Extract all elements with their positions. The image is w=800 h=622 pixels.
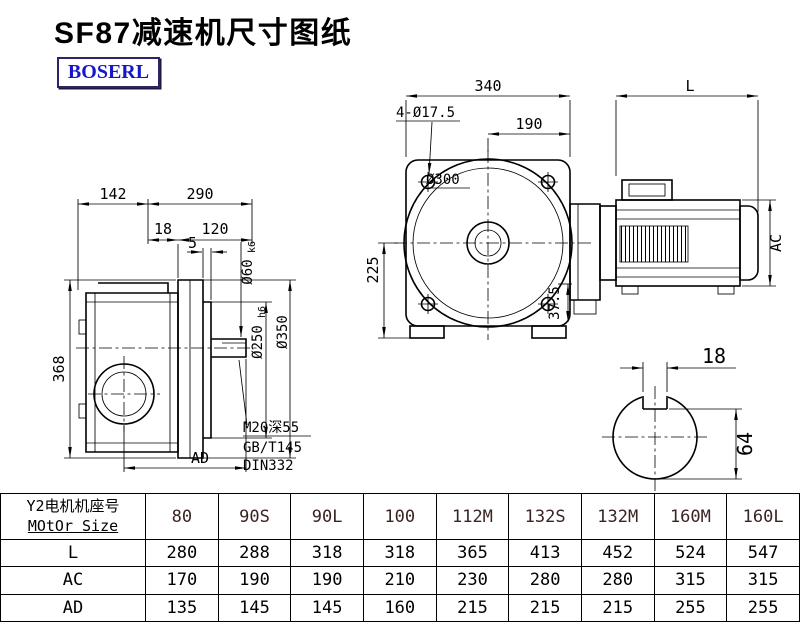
dia-flange-label: Ø350 <box>275 315 291 349</box>
size-col-header: 100 <box>362 493 437 540</box>
page-title: SF87减速机尺寸图纸 <box>54 17 353 50</box>
table-cell: 255 <box>653 593 728 622</box>
table-cell: 255 <box>726 593 800 622</box>
table-cell: 215 <box>508 593 582 622</box>
table-cell: 190 <box>290 566 364 595</box>
size-col-header: 132S <box>508 493 582 540</box>
dim-5-label: 5 <box>188 234 197 252</box>
size-col-header: 80 <box>145 493 219 540</box>
bolt-holes-label: 4-Ø17.5 <box>396 105 455 121</box>
table-cell: 280 <box>145 538 219 568</box>
boserl-logo: BOSERL <box>57 57 160 88</box>
technical-drawing: 142 290 18 120 5 368 AD Ø60 k6 Ø250 h6 <box>50 77 785 492</box>
table-cell: 318 <box>362 538 437 568</box>
table-cell: 215 <box>435 593 510 622</box>
table-cell: 315 <box>653 566 728 595</box>
dim-l-label: L <box>685 77 694 95</box>
din-standard-note: DIN332 <box>243 458 294 474</box>
table-cell: 280 <box>580 566 655 595</box>
dim-ad-label: AD <box>191 449 209 467</box>
table-cell: 315 <box>726 566 800 595</box>
front-view-drawing: 340 L 190 4-Ø17.5 Ø300 225 37.5 AC <box>364 77 785 340</box>
table-cell: 230 <box>435 566 510 595</box>
table-cell: 145 <box>217 593 292 622</box>
table-corner-header: Y2电机机座号 MOtOr Size <box>0 493 146 540</box>
table-row-AC: AC 170 190 190 210 230 280 280 315 315 <box>0 566 800 595</box>
table-cell: 288 <box>217 538 292 568</box>
motor-frame-header-en: MOtOr Size <box>27 516 119 535</box>
size-col-header: 90S <box>217 493 292 540</box>
dim-340-label: 340 <box>474 77 501 95</box>
size-col-header: 132M <box>580 493 655 540</box>
dim-ac-label: AC <box>767 234 785 252</box>
key-width-label: 18 <box>702 344 726 368</box>
table-cell: 547 <box>726 538 800 568</box>
key-depth-label: 64 <box>733 432 757 456</box>
dia-spigot-label: Ø250 <box>250 325 266 359</box>
table-cell: 280 <box>508 566 582 595</box>
tap-hole-note: M20深55 <box>243 420 299 436</box>
dim-18-label: 18 <box>154 220 172 238</box>
motor-size-table: Y2电机机座号 MOtOr Size 80 90S 90L 100 112M 1… <box>0 493 800 622</box>
table-cell: 210 <box>362 566 437 595</box>
dia-shaft-label: Ø60 <box>240 259 256 284</box>
row-label: AD <box>0 593 146 622</box>
dim-368-label: 368 <box>50 355 68 382</box>
row-label: L <box>0 538 146 568</box>
size-col-header: 90L <box>290 493 364 540</box>
dim-37-5-label: 37.5 <box>547 286 563 320</box>
shaft-section-drawing: 18 64 <box>602 344 757 492</box>
dim-290-label: 290 <box>186 185 213 203</box>
table-cell: 452 <box>580 538 655 568</box>
dim-142-label: 142 <box>99 185 126 203</box>
table-row-L: L 280 288 318 318 365 413 452 524 547 <box>0 538 800 568</box>
table-cell: 170 <box>145 566 219 595</box>
dia-spigot-tolerance: h6 <box>257 306 268 318</box>
dim-120-label: 120 <box>201 220 228 238</box>
table-cell: 524 <box>653 538 728 568</box>
size-col-header: 160M <box>653 493 728 540</box>
dia-shaft-tolerance: k6 <box>247 241 258 253</box>
table-cell: 145 <box>290 593 364 622</box>
table-cell: 215 <box>580 593 655 622</box>
dim-190-label: 190 <box>515 115 542 133</box>
table-cell: 190 <box>217 566 292 595</box>
table-cell: 365 <box>435 538 510 568</box>
gb-standard-note: GB/T145 <box>243 440 302 456</box>
table-cell: 135 <box>145 593 219 622</box>
table-cell: 160 <box>362 593 437 622</box>
dia-300-label: Ø300 <box>426 172 460 188</box>
size-col-header: 160L <box>726 493 800 540</box>
dim-225-label: 225 <box>364 256 382 283</box>
size-col-header: 112M <box>435 493 510 540</box>
row-label: AC <box>0 566 146 595</box>
table-cell: 413 <box>508 538 582 568</box>
table-row-AD: AD 135 145 145 160 215 215 215 255 255 <box>0 593 800 622</box>
side-view-drawing: 142 290 18 120 5 368 AD Ø60 k6 Ø250 h6 <box>50 185 311 474</box>
table-cell: 318 <box>290 538 364 568</box>
motor-frame-header-cn: Y2电机机座号 <box>26 497 120 515</box>
